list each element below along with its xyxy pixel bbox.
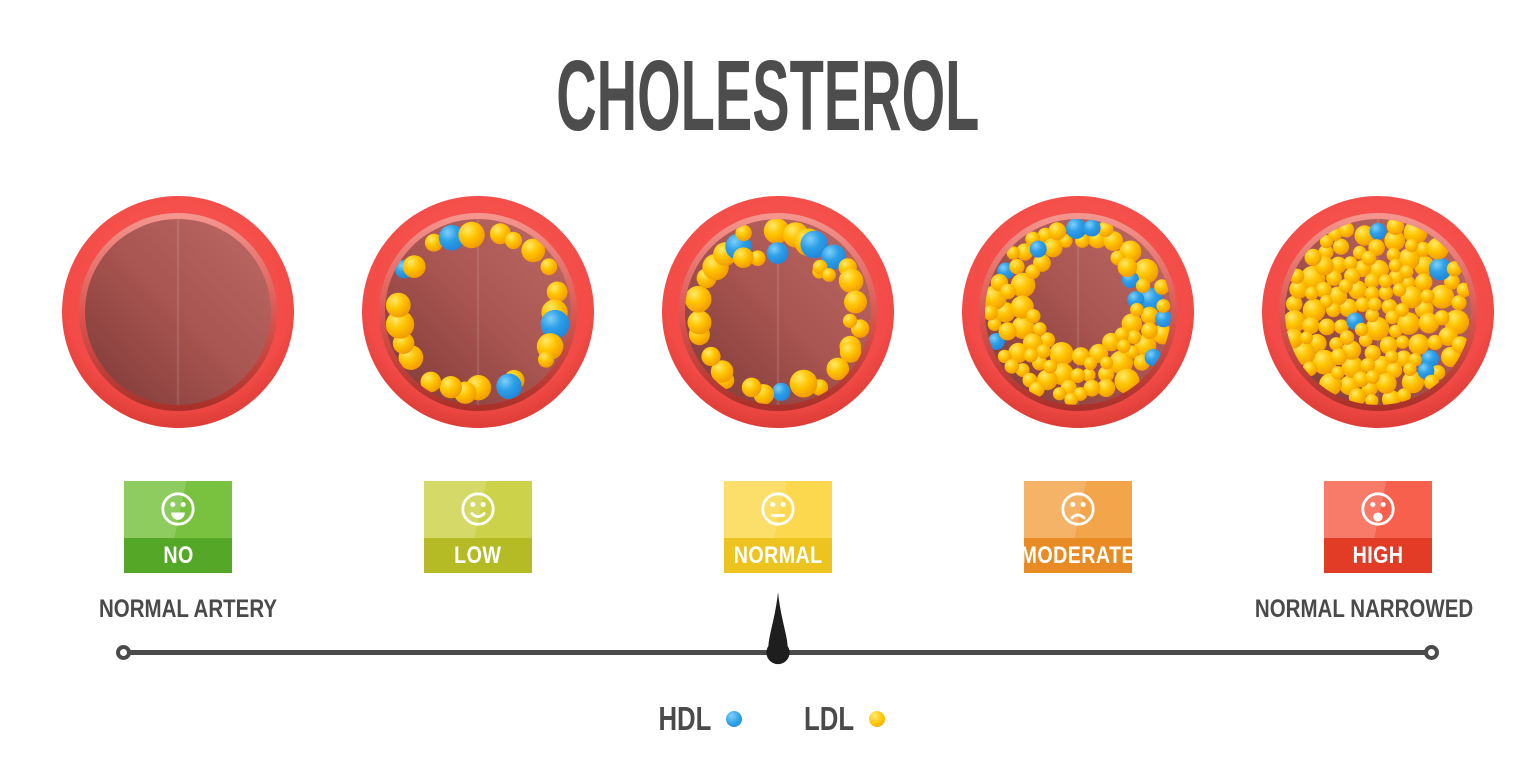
legend: HDL LDL bbox=[0, 700, 1536, 738]
page-title-text: CHOLESTEROL bbox=[556, 40, 980, 152]
artery-stage-low bbox=[358, 192, 598, 432]
badge-low: LOW bbox=[424, 481, 532, 573]
badge-low-face-area bbox=[424, 481, 532, 538]
badge-moderate-label: MODERATE bbox=[1020, 541, 1136, 569]
artery-stage-normal bbox=[658, 192, 898, 432]
badge-high-label: HIGH bbox=[1352, 541, 1404, 569]
badge-normal-band: NORMAL bbox=[724, 538, 832, 573]
artery-stage-no bbox=[58, 192, 298, 432]
hdl-label: HDL bbox=[657, 700, 711, 737]
badge-no: NO bbox=[124, 481, 232, 573]
badge-no-face-area bbox=[124, 481, 232, 538]
badge-moderate: MODERATE bbox=[1020, 481, 1136, 573]
hdl-dot-icon bbox=[726, 711, 743, 727]
grin-face-icon bbox=[156, 488, 200, 532]
badge-normal: NORMAL bbox=[724, 481, 832, 573]
pointer-needle-icon bbox=[766, 592, 790, 665]
badge-low-band: LOW bbox=[424, 538, 532, 573]
badge-normal-label: NORMAL bbox=[733, 541, 823, 569]
artery-stage-moderate bbox=[958, 192, 1198, 432]
badge-low-label: LOW bbox=[454, 541, 502, 569]
frown-face-icon bbox=[1056, 488, 1100, 532]
artery-stage-high bbox=[1258, 192, 1498, 432]
badge-moderate-face-area bbox=[1024, 481, 1132, 538]
legend-item-hdl: HDL bbox=[651, 700, 743, 738]
badge-moderate-band: MODERATE bbox=[1020, 538, 1136, 573]
badge-high-face-area bbox=[1324, 481, 1432, 538]
legend-item-ldl: LDL bbox=[797, 700, 886, 738]
badge-high-band: HIGH bbox=[1324, 538, 1432, 573]
badge-no-band: NO bbox=[124, 538, 232, 573]
axis-start-dot-icon bbox=[116, 645, 131, 660]
ldl-label: LDL bbox=[804, 700, 855, 737]
badge-normal-face-area bbox=[724, 481, 832, 538]
axis-end-dot-icon bbox=[1424, 645, 1439, 660]
axis-right-label: NORMAL NARROWED bbox=[1254, 595, 1473, 623]
badge-no-label: NO bbox=[162, 541, 194, 569]
neutral-face-icon bbox=[756, 488, 800, 532]
axis-left-label: NORMAL ARTERY bbox=[99, 595, 278, 623]
smile-face-icon bbox=[456, 488, 500, 532]
ldl-dot-icon bbox=[869, 711, 886, 727]
badge-high: HIGH bbox=[1324, 481, 1432, 573]
page-title: CHOLESTEROL bbox=[0, 46, 1536, 146]
sad-face-icon bbox=[1356, 488, 1400, 532]
